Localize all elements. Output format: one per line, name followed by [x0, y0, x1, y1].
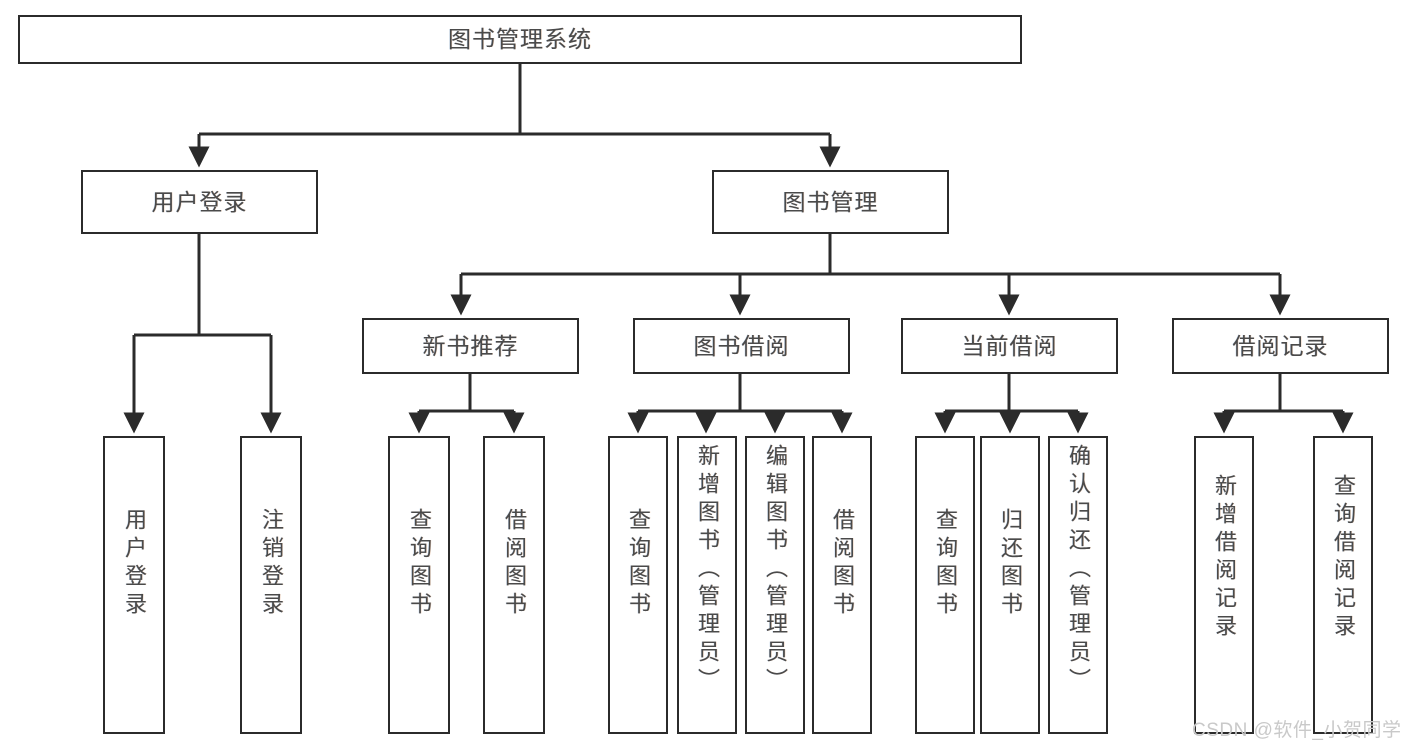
- node-leaf-query-book-3-label: 查询图书: [933, 508, 958, 620]
- node-leaf-query-book-2[interactable]: 查询图书: [608, 436, 668, 734]
- node-borrow-record-label: 借阅记录: [1232, 332, 1329, 359]
- node-current-borrow[interactable]: 当前借阅: [901, 318, 1118, 374]
- node-new-book-rec[interactable]: 新书推荐: [362, 318, 579, 374]
- node-leaf-edit-book-label: 编辑图书（管理员）: [763, 444, 788, 696]
- node-leaf-query-book-1-label: 查询图书: [407, 508, 432, 620]
- node-leaf-query-book-3[interactable]: 查询图书: [915, 436, 975, 734]
- node-book-manage[interactable]: 图书管理: [712, 170, 949, 234]
- node-book-manage-label: 图书管理: [782, 188, 879, 215]
- node-leaf-query-book-2-label: 查询图书: [626, 508, 651, 620]
- node-leaf-borrow-book-1-label: 借阅图书: [502, 508, 527, 620]
- node-root-label: 图书管理系统: [448, 26, 592, 53]
- node-borrow-record[interactable]: 借阅记录: [1172, 318, 1389, 374]
- node-leaf-logout[interactable]: 注销登录: [240, 436, 302, 734]
- node-leaf-borrow-book-1[interactable]: 借阅图书: [483, 436, 545, 734]
- node-leaf-edit-book[interactable]: 编辑图书（管理员）: [745, 436, 805, 734]
- node-new-book-rec-label: 新书推荐: [422, 332, 519, 359]
- node-current-borrow-label: 当前借阅: [961, 332, 1058, 359]
- node-user-login[interactable]: 用户登录: [81, 170, 318, 234]
- node-leaf-user-login[interactable]: 用户登录: [103, 436, 165, 734]
- node-book-borrow[interactable]: 图书借阅: [633, 318, 850, 374]
- node-leaf-confirm-return[interactable]: 确认归还（管理员）: [1048, 436, 1108, 734]
- node-leaf-user-login-label: 用户登录: [122, 508, 147, 620]
- node-leaf-return-book[interactable]: 归还图书: [980, 436, 1040, 734]
- node-leaf-add-record-label: 新增借阅记录: [1212, 474, 1237, 642]
- node-leaf-add-record[interactable]: 新增借阅记录: [1194, 436, 1254, 734]
- node-leaf-query-book-1[interactable]: 查询图书: [388, 436, 450, 734]
- node-leaf-return-book-label: 归还图书: [998, 508, 1023, 620]
- node-leaf-add-book-label: 新增图书（管理员）: [695, 444, 720, 696]
- node-user-login-label: 用户登录: [151, 188, 248, 215]
- node-leaf-confirm-return-label: 确认归还（管理员）: [1066, 444, 1091, 696]
- node-leaf-borrow-book-2-label: 借阅图书: [830, 508, 855, 620]
- node-book-borrow-label: 图书借阅: [693, 332, 790, 359]
- node-leaf-logout-label: 注销登录: [259, 508, 284, 620]
- node-leaf-borrow-book-2[interactable]: 借阅图书: [812, 436, 872, 734]
- node-leaf-add-book[interactable]: 新增图书（管理员）: [677, 436, 737, 734]
- node-leaf-query-record[interactable]: 查询借阅记录: [1313, 436, 1373, 734]
- csdn-watermark: CSDN @软件_小贺同学: [1192, 720, 1402, 741]
- node-root[interactable]: 图书管理系统: [18, 15, 1022, 64]
- node-leaf-query-record-label: 查询借阅记录: [1331, 474, 1356, 642]
